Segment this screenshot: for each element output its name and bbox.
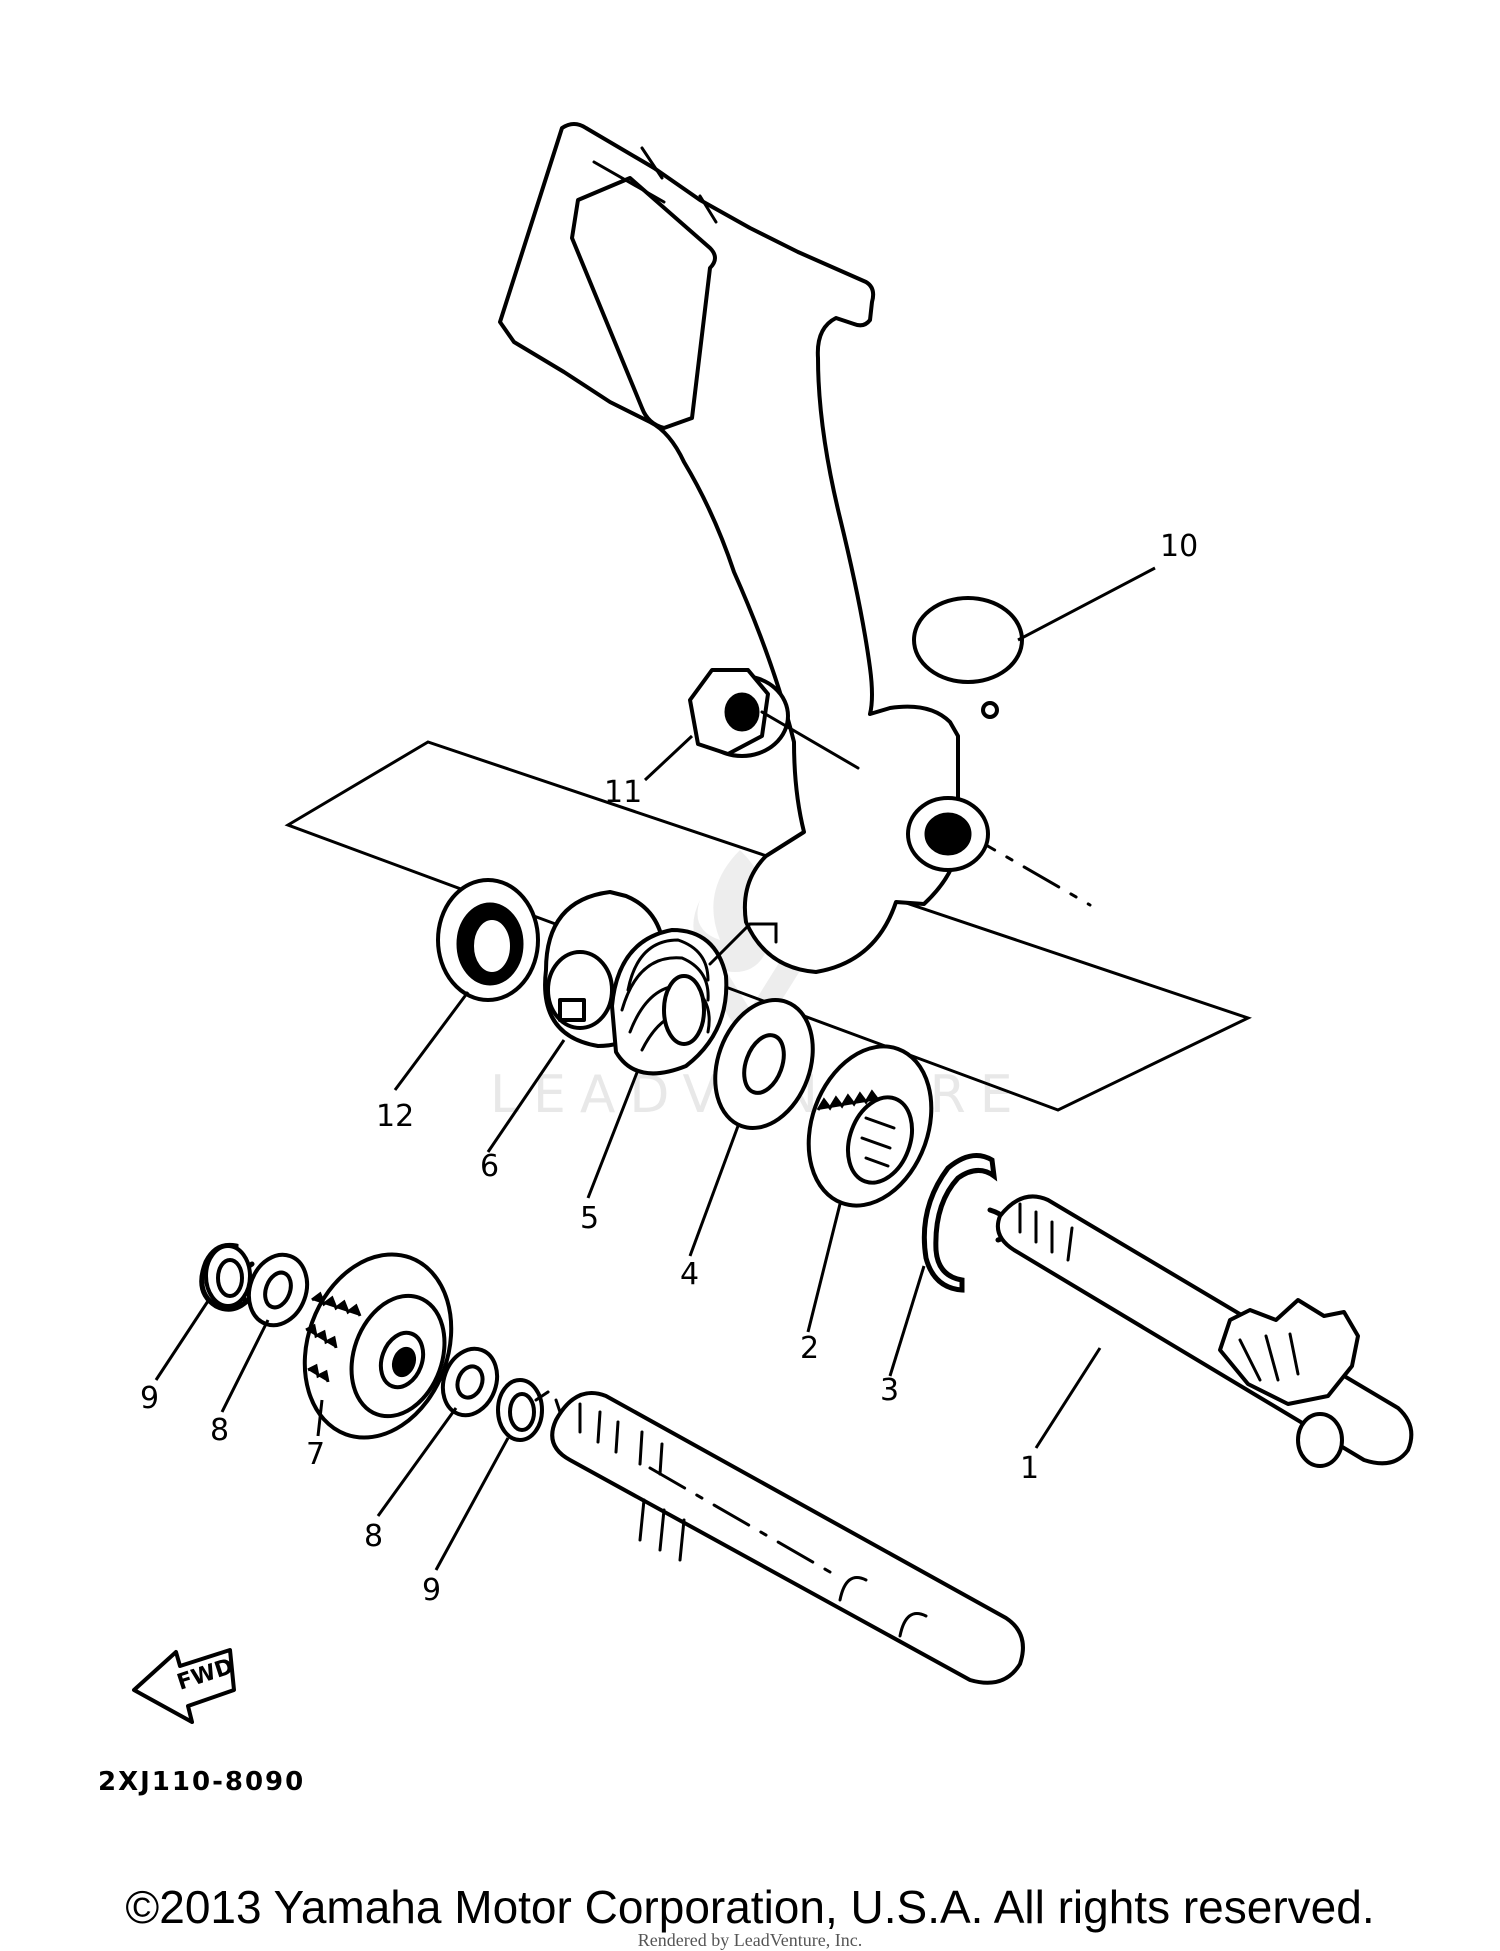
leader-lines	[154, 566, 1156, 1571]
nut-part-11	[688, 668, 860, 770]
callout-5: 5	[580, 1201, 599, 1236]
circlip-part-9a	[199, 1242, 255, 1312]
washer-part-4	[713, 998, 815, 1130]
callout-6: 6	[480, 1149, 499, 1184]
callout-2: 2	[800, 1331, 819, 1366]
callouts: 10 11 12 6 5 4 2 3 1 9 8 7 8 9	[140, 529, 1198, 1608]
callout-10: 10	[1160, 529, 1198, 564]
callout-7: 7	[306, 1437, 325, 1472]
callout-1: 1	[1020, 1451, 1039, 1486]
washer-part-8b	[440, 1346, 500, 1418]
drawing-code: 2XJ110-8090	[98, 1767, 305, 1797]
callout-11: 11	[604, 775, 642, 810]
ratchet-part-2	[806, 1044, 934, 1208]
forward-arrow: FWD	[132, 1648, 237, 1724]
callout-9a: 9	[140, 1381, 159, 1416]
copyright-notice: ©2013 Yamaha Motor Corporation, U.S.A. A…	[125, 1881, 1375, 1933]
washer-part-8a	[246, 1252, 310, 1328]
callout-9b: 9	[422, 1573, 441, 1608]
callout-8a: 8	[210, 1413, 229, 1448]
kick-shaft-part-1	[995, 1194, 1414, 1468]
forward-arrow-icon	[132, 1648, 236, 1724]
main-axle	[550, 1391, 1025, 1685]
idler-gear-part-7	[302, 1252, 454, 1440]
callout-8b: 8	[364, 1519, 383, 1554]
rendered-by-notice: Rendered by LeadVenture, Inc.	[637, 1930, 863, 1950]
callout-4: 4	[680, 1257, 699, 1292]
circlip-part-9b	[496, 1378, 550, 1442]
kick-lever-part-10	[498, 122, 1024, 974]
torsion-spring-part-5	[610, 922, 778, 1076]
callout-3: 3	[880, 1373, 899, 1408]
callout-12: 12	[376, 1099, 414, 1134]
oil-seal-part-12	[436, 878, 540, 1002]
